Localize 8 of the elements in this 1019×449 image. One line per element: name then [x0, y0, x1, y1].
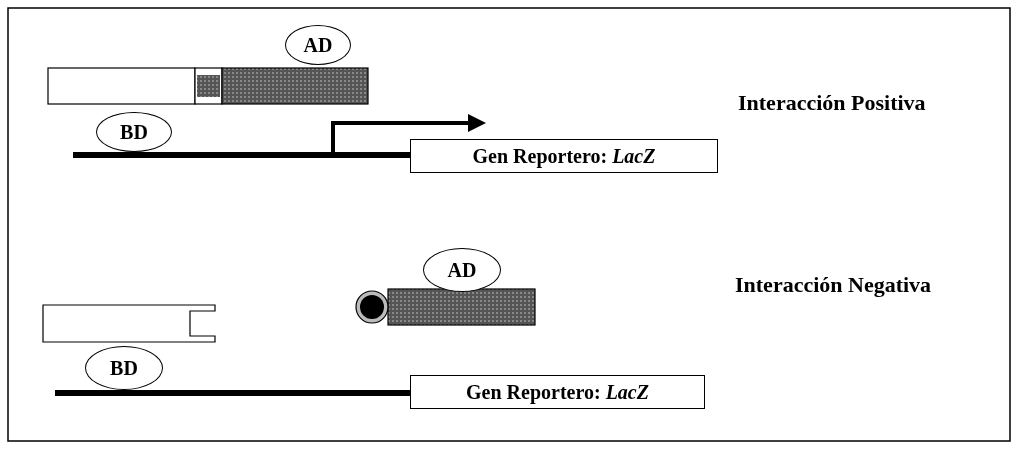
panel-label: Interacción Positiva	[738, 90, 926, 116]
gene-box: Gen Reportero: LacZ	[410, 375, 705, 409]
panel-label: Interacción Negativa	[735, 272, 932, 298]
domain-ellipse: BD	[85, 346, 163, 390]
gene-box: Gen Reportero: LacZ	[410, 139, 718, 173]
domain-ellipse: AD	[285, 25, 351, 65]
domain-ellipse: AD	[423, 248, 501, 292]
domain-ellipse: BD	[96, 112, 172, 152]
